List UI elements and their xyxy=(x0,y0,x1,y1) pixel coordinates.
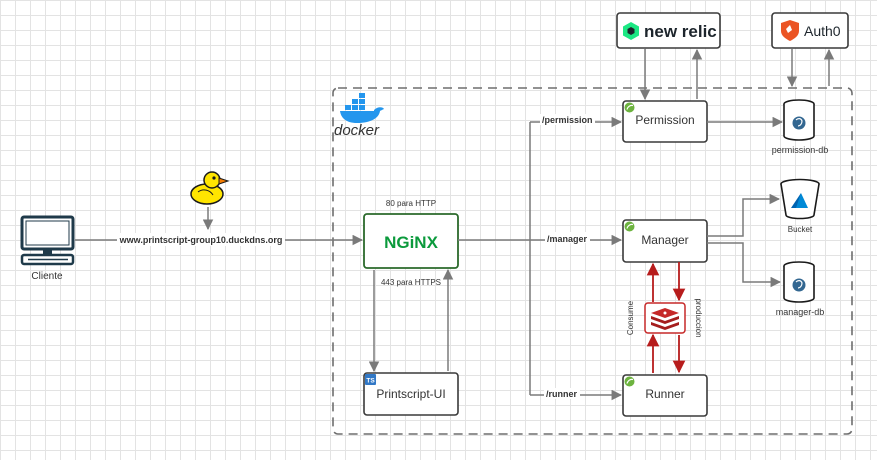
route-permission-label: /permission xyxy=(542,115,593,125)
printscript-ui-box: TS Printscript-UI xyxy=(363,372,459,416)
manager-label: Manager xyxy=(641,233,688,247)
auth0-label: Auth0 xyxy=(804,23,841,39)
runner-label: Runner xyxy=(645,387,684,401)
newrelic-box: new relic xyxy=(616,12,721,49)
nginx-https-label: 443 para HTTPS xyxy=(381,278,441,287)
nginx-http-label: 80 para HTTP xyxy=(386,199,436,208)
manager-db-icon xyxy=(783,261,815,303)
auth0-box: Auth0 xyxy=(771,12,849,49)
client-computer-icon xyxy=(20,215,75,266)
nginx-box: NGiNX xyxy=(363,213,459,269)
permission-db-label: permission-db xyxy=(772,145,829,155)
docker-label: docker xyxy=(334,122,380,139)
redis-consume-label: Consume xyxy=(626,300,635,335)
route-manager-label: /manager xyxy=(547,234,588,244)
permission-label: Permission xyxy=(635,113,694,127)
typescript-icon xyxy=(365,374,376,385)
redis-icon xyxy=(644,302,686,334)
runner-service-box: Runner xyxy=(622,374,708,417)
manager-service-box: Manager xyxy=(622,219,708,263)
duck-icon xyxy=(190,171,230,205)
bucket-icon xyxy=(780,178,820,220)
domain-label: www.printscript-group10.duckdns.org xyxy=(119,235,283,245)
redis-produce-label: produccion xyxy=(694,298,703,337)
newrelic-label: new relic xyxy=(644,22,717,41)
permission-service-box: Permission xyxy=(622,100,708,143)
docker-container xyxy=(332,87,853,435)
nginx-logo: NGiNX xyxy=(384,233,439,252)
permission-db-icon xyxy=(783,99,815,141)
typescript-badge: TS xyxy=(366,378,375,385)
auth0-icon xyxy=(781,20,799,41)
newrelic-icon xyxy=(623,22,639,40)
spring-icon xyxy=(624,102,635,113)
manager-db-label: manager-db xyxy=(776,307,825,317)
bucket-label: Bucket xyxy=(788,225,813,234)
printscript-ui-label: Printscript-UI xyxy=(376,387,445,401)
route-runner-label: /runner xyxy=(546,389,578,399)
spring-icon xyxy=(624,221,635,232)
client-label: Cliente xyxy=(31,271,63,282)
spring-icon xyxy=(624,376,635,387)
docker-logo: docker xyxy=(334,93,384,139)
